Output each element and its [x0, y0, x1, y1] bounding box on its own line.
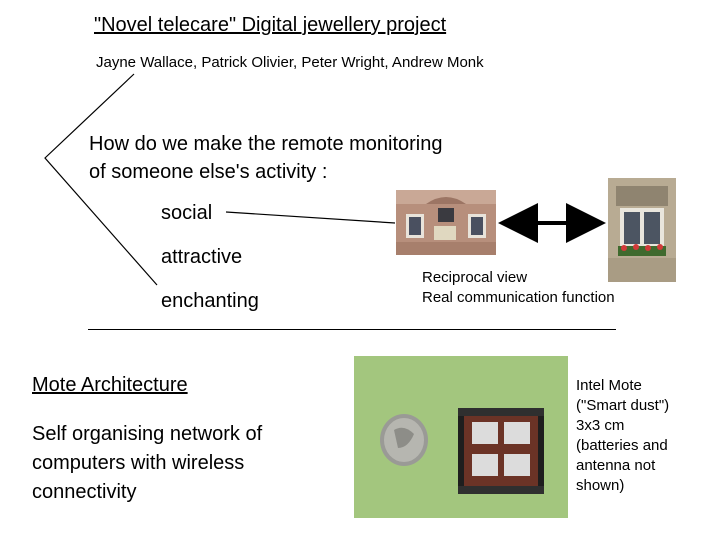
reciprocal-line-2: Real communication function — [422, 289, 615, 306]
house-left-image — [396, 190, 496, 255]
bullet-social: social — [161, 202, 213, 224]
mote-architecture-title: Mote Architecture — [32, 374, 188, 396]
reciprocal-line-1: Reciprocal view — [422, 269, 528, 286]
bullet-attractive: attractive — [161, 246, 243, 268]
intel-mote-image — [354, 356, 568, 518]
slide-title: "Novel telecare" Digital jewellery proje… — [94, 14, 447, 36]
question-line-1: How do we make the remote monitoring — [89, 133, 443, 155]
mote-description-line: computers with wireless — [32, 452, 245, 474]
social-link-line — [225, 211, 396, 224]
authors: Jayne Wallace, Patrick Olivier, Peter Wr… — [96, 54, 484, 71]
divider-line — [88, 329, 616, 330]
mote-caption-line: antenna not — [576, 457, 656, 474]
mote-caption-line: Intel Mote — [576, 377, 642, 394]
bullet-enchanting: enchanting — [161, 290, 259, 312]
mote-caption-line: (batteries and — [576, 437, 668, 454]
mote-description: Self organising network of computers wit… — [32, 420, 262, 507]
mote-caption-line: ("Smart dust") — [576, 397, 670, 414]
reciprocal-text: Reciprocal view Real communication funct… — [422, 268, 615, 308]
mote-caption: Intel Mote ("Smart dust") 3x3 cm (batter… — [576, 376, 669, 496]
mote-description-line: connectivity — [32, 481, 137, 503]
mote-caption-line: shown) — [576, 477, 625, 494]
question-line-2: of someone else's activity : — [89, 161, 328, 183]
question-text: How do we make the remote monitoring of … — [89, 130, 443, 186]
mote-caption-line: 3x3 cm — [576, 417, 625, 434]
house-right-image — [608, 178, 676, 282]
mote-description-line: Self organising network of — [32, 423, 263, 445]
